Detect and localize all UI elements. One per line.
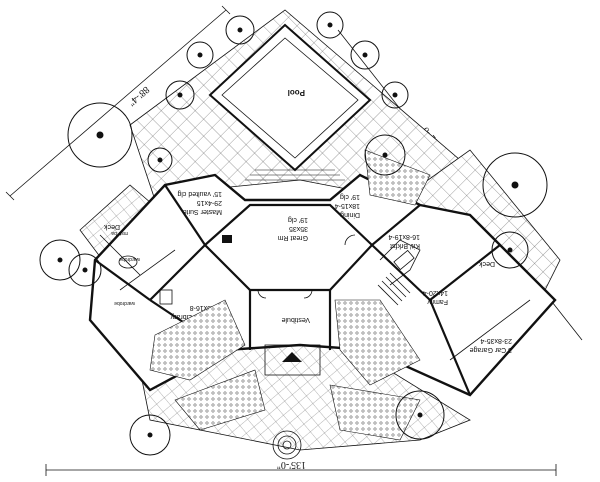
- vestibule-label: Vestibule: [281, 316, 310, 323]
- garage-label: 3 Car Garage 23-8x35-4: [469, 337, 512, 353]
- pool-label: Pool: [288, 88, 305, 97]
- kitchen-label: Kit/ Brkfst 16-8x19-4: [388, 233, 420, 249]
- svg-text:Great Rm: Great Rm: [277, 234, 308, 241]
- svg-text:Master Suite: Master Suite: [183, 208, 222, 215]
- master-bath-label: mstr ba: [111, 230, 128, 236]
- svg-text:3 Car Garage: 3 Car Garage: [469, 346, 512, 353]
- svg-text:Dining: Dining: [340, 211, 360, 218]
- svg-text:18x15-4: 18x15-4: [335, 202, 360, 209]
- pool: Pool: [208, 23, 372, 181]
- wardrobe-label: wardrobe: [114, 300, 135, 306]
- family-label: Family 14x20-4: [423, 289, 448, 305]
- svg-text:16-8x19-4: 16-8x19-4: [388, 233, 420, 240]
- svg-text:15' vaulted clg: 15' vaulted clg: [177, 190, 222, 197]
- deck-left-label: Deck: [104, 223, 120, 230]
- planting-beds: [149, 149, 431, 441]
- master-suite-label: Master Suite 29-4x15 15' vaulted clg: [177, 190, 222, 215]
- great-room-label: Great Rm 35x35 19' clg: [277, 216, 308, 241]
- deck-right-label: Deck: [479, 260, 495, 267]
- svg-text:35x35: 35x35: [289, 225, 308, 232]
- svg-text:Kit/ Brkfst: Kit/ Brkfst: [390, 242, 420, 249]
- fountain: [272, 430, 302, 460]
- svg-text:19' clg: 19' clg: [288, 216, 308, 223]
- dimension-top-left: 88'-4": [126, 84, 151, 108]
- svg-text:18x16-8: 18x16-8: [190, 304, 215, 311]
- svg-text:19' clg: 19' clg: [340, 193, 360, 200]
- svg-text:Family: Family: [427, 298, 448, 305]
- room-labels: Master Suite 29-4x15 15' vaulted clg Gre…: [104, 190, 512, 353]
- svg-text:14x20-4: 14x20-4: [423, 289, 448, 296]
- wardrobe-label-2: wardrobe: [119, 256, 140, 262]
- dimension-bottom: 135'-0": [277, 459, 306, 470]
- trees: [39, 11, 548, 456]
- svg-text:29-4x15: 29-4x15: [197, 199, 222, 206]
- svg-text:23-8x35-4: 23-8x35-4: [480, 337, 512, 344]
- dining-label: Dining 18x15-4 19' clg: [335, 193, 360, 218]
